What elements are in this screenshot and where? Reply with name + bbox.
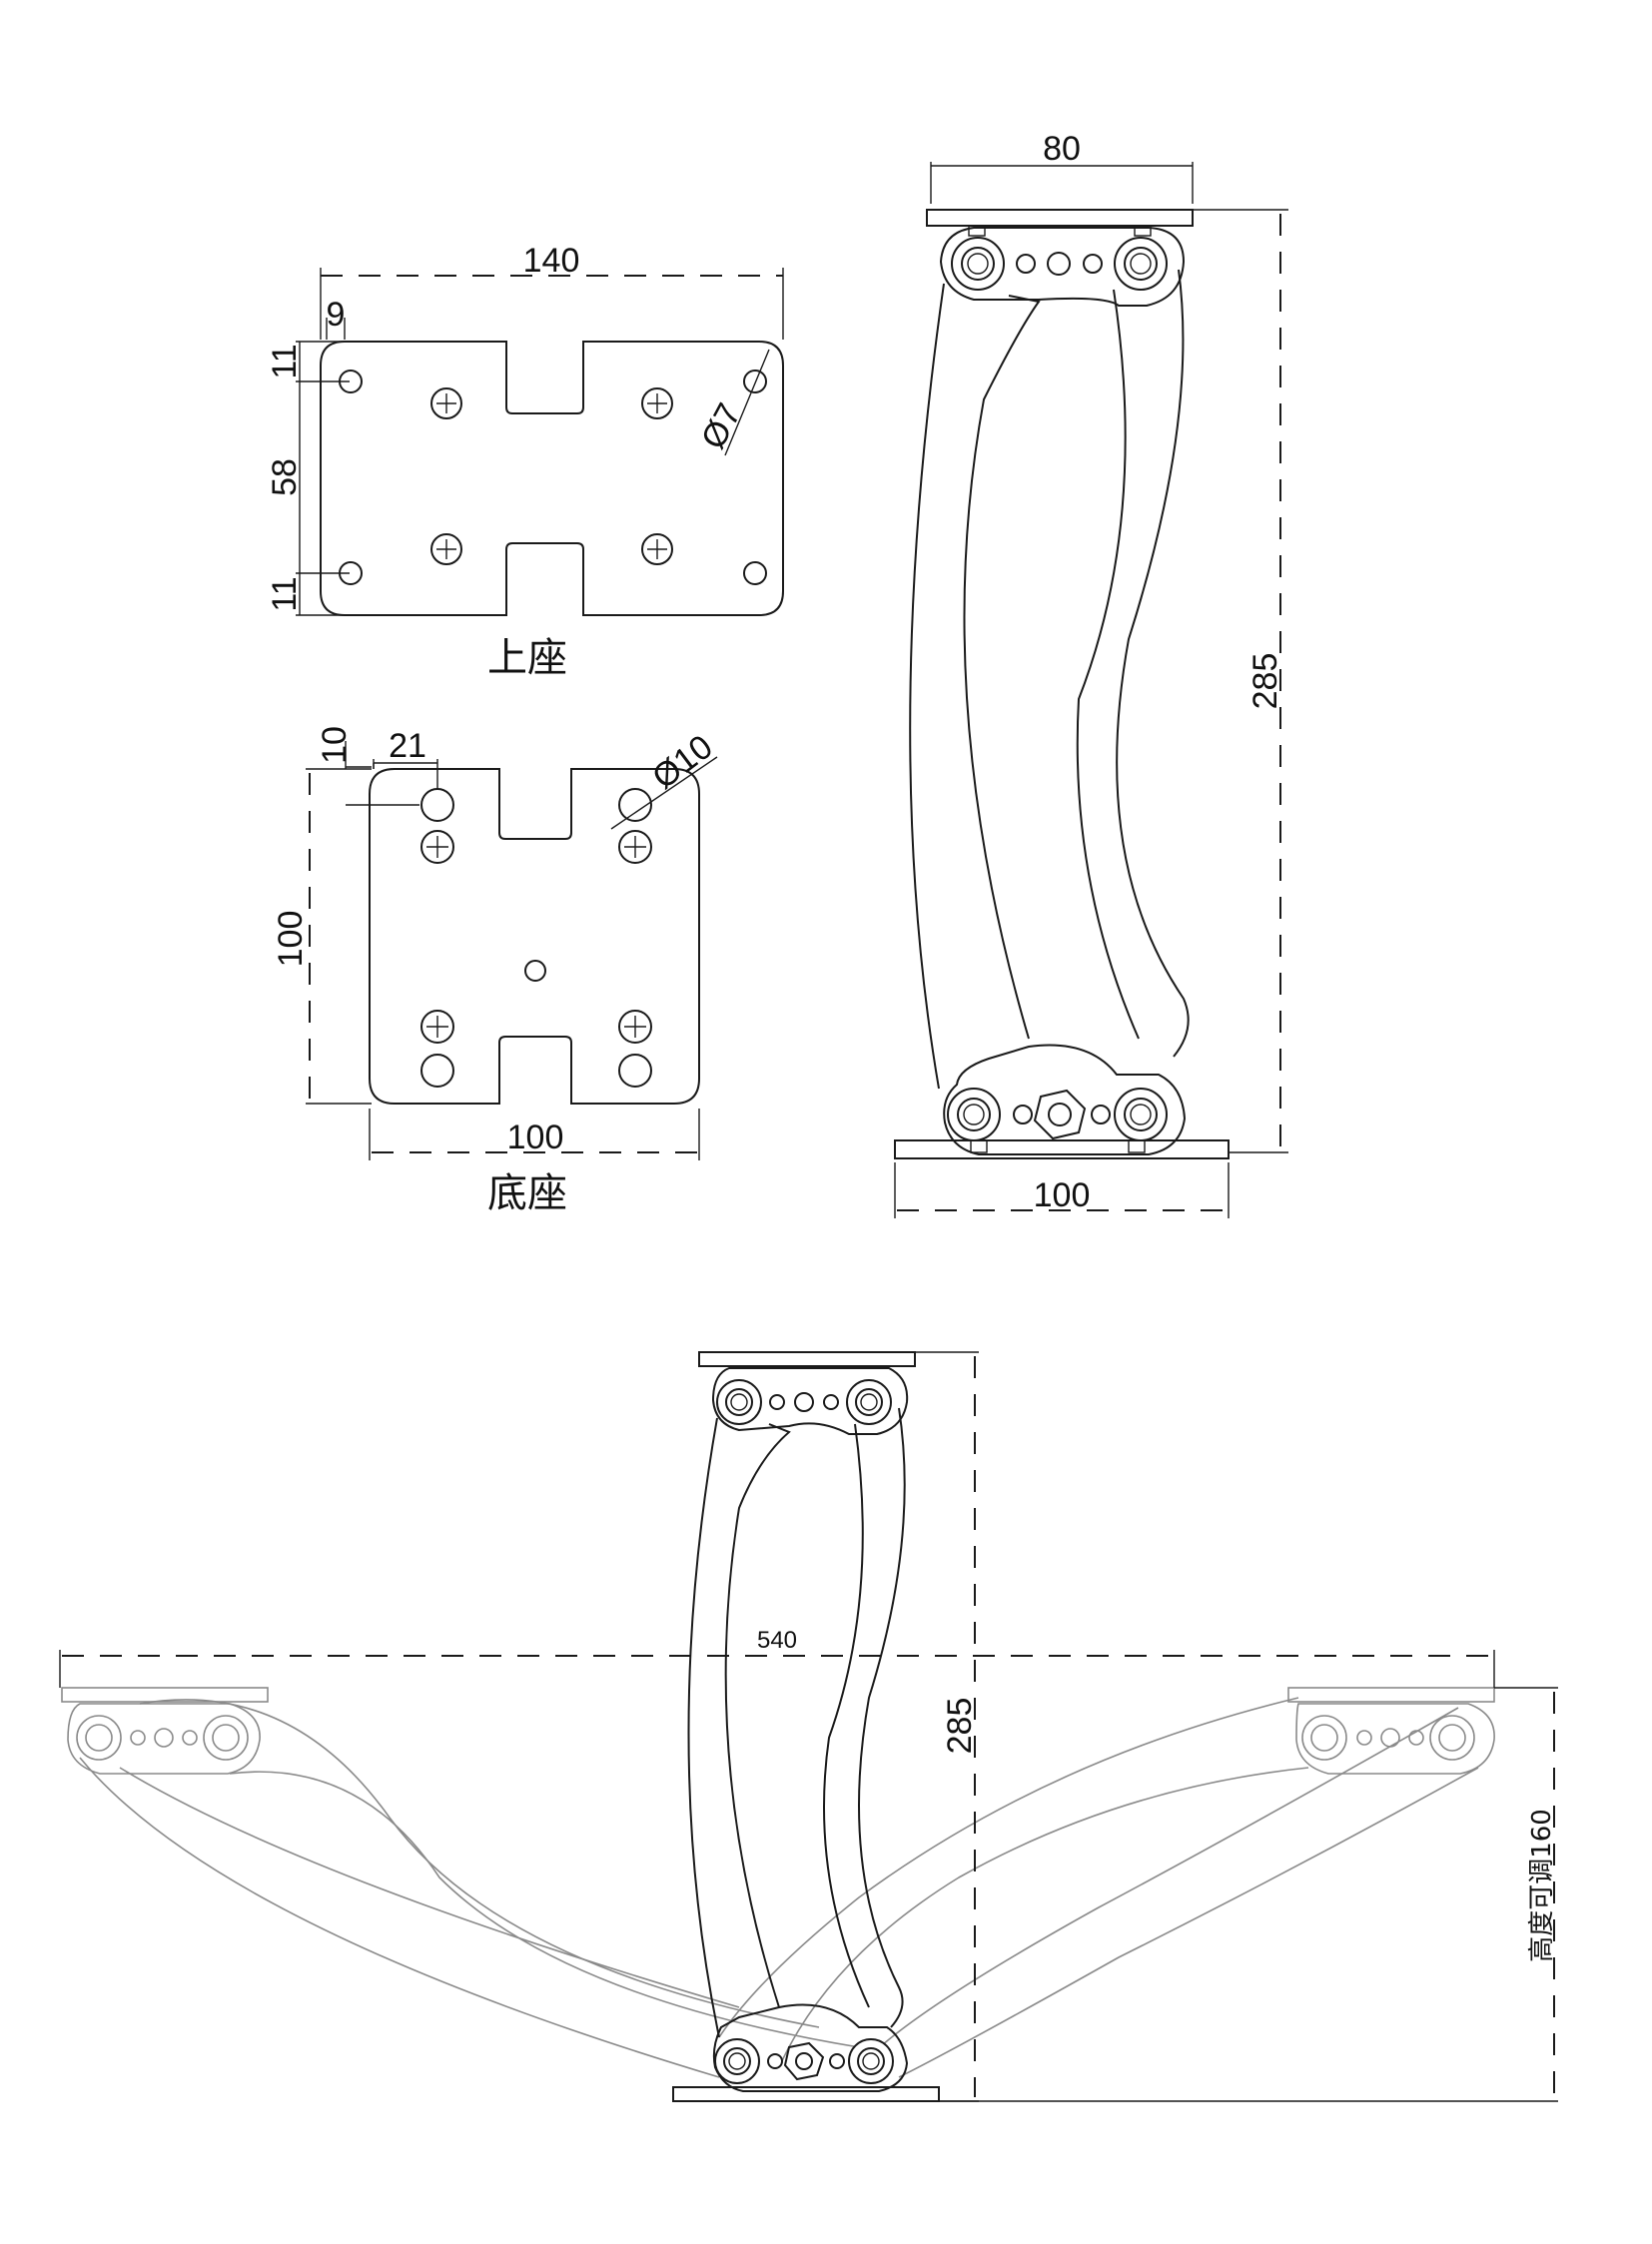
screw-icon — [430, 387, 462, 419]
mount-hole — [420, 788, 454, 822]
pivot-joint — [714, 2038, 760, 2084]
dim-extended-height: 285 — [941, 1698, 979, 1755]
hex-nut-icon — [1033, 1089, 1087, 1140]
dim-upper-width: 140 — [523, 242, 580, 280]
mount-hole — [618, 1054, 652, 1088]
pivot-joint — [951, 237, 1005, 291]
mount-hole — [420, 1054, 454, 1088]
top-plate — [698, 1351, 916, 1367]
screw-icon — [430, 533, 462, 565]
bottom-plate — [672, 2086, 940, 2102]
side-view-mechanism: 80 285 100 — [894, 130, 1288, 1218]
screw-icon — [618, 830, 652, 864]
screw-icon — [420, 1010, 454, 1044]
dim-base-width: 100 — [507, 1119, 564, 1156]
pivot-joint — [716, 1379, 762, 1425]
folded-right-ghost — [718, 1687, 1495, 2078]
bottom-plate — [894, 1139, 1230, 1159]
upper-seat-caption: 上座 — [487, 635, 567, 681]
base-seat-plate: 10 21 Ø10 100 100 底座 — [272, 726, 719, 1216]
dim-base-hole-diameter: Ø10 — [645, 728, 719, 797]
upper-seat-plate: 140 9 11 58 11 Ø7 上座 — [266, 242, 784, 681]
height-adjustable-label: 高度可调160 — [1527, 1809, 1557, 1962]
screw-icon — [641, 533, 673, 565]
dim-upper-top-margin: 11 — [266, 344, 304, 378]
screw-icon — [618, 1010, 652, 1044]
dim-side-top-width: 80 — [1043, 130, 1081, 168]
center-hole — [524, 960, 546, 982]
pivot-joint — [848, 2038, 894, 2084]
dim-upper-bottom-margin: 11 — [266, 576, 304, 611]
pivot-joint — [1114, 1088, 1168, 1141]
dim-side-bottom-width: 100 — [1034, 1176, 1091, 1214]
folded-left-ghost — [61, 1687, 860, 2078]
screw-icon — [420, 830, 454, 864]
dim-base-height: 100 — [272, 911, 310, 968]
dim-upper-edge-offset: 9 — [327, 296, 346, 334]
top-plate — [926, 209, 1194, 227]
mount-hole — [743, 561, 767, 585]
base-seat-caption: 底座 — [487, 1170, 567, 1216]
dim-upper-hole-spacing: 58 — [266, 458, 304, 496]
pivot-joint — [1114, 237, 1168, 291]
dim-base-edge-offset: 21 — [389, 727, 426, 765]
dim-extended-span: 540 — [757, 1627, 797, 1654]
pivot-joint — [846, 1379, 892, 1425]
motion-range-view: 285 540 高度可调160 — [59, 1351, 1558, 2102]
dim-upper-hole-diameter: Ø7 — [694, 397, 749, 455]
mount-hole — [618, 788, 652, 822]
hex-nut-icon — [783, 2041, 825, 2081]
pivot-joint — [947, 1088, 1001, 1141]
screw-icon — [641, 387, 673, 419]
dim-base-top-margin: 10 — [316, 726, 354, 764]
dim-side-height: 285 — [1246, 653, 1284, 710]
